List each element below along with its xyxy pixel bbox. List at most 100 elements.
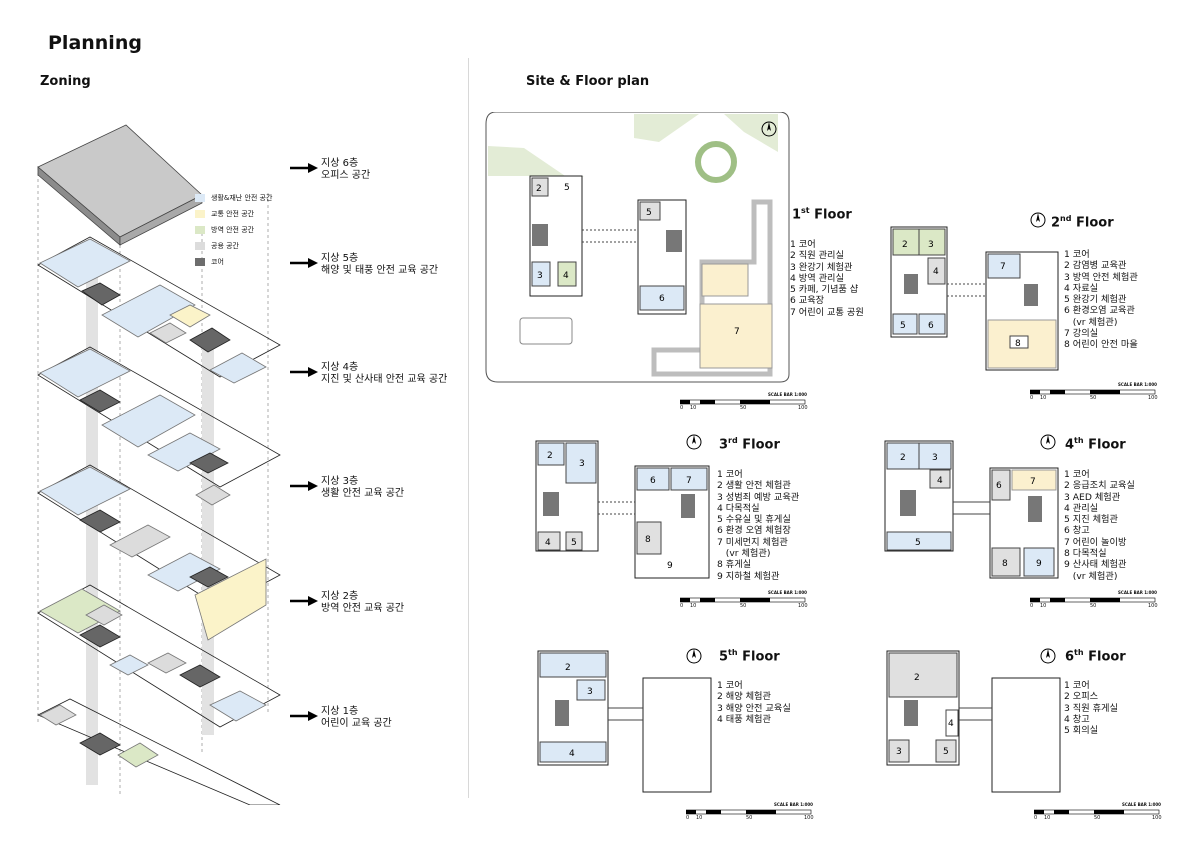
svg-text:3: 3 bbox=[579, 459, 585, 469]
room-item: 1 코어 bbox=[717, 680, 743, 691]
north-arrow-icon bbox=[1040, 434, 1056, 450]
room-item: (vr 체험관) bbox=[1064, 316, 1118, 328]
svg-text:5: 5 bbox=[571, 538, 577, 548]
room-item: 3 직원 휴게실 bbox=[1064, 702, 1118, 714]
zone-use-text: 생활 안전 교육 공간 bbox=[321, 488, 405, 499]
scale-bar-graphic bbox=[679, 597, 806, 603]
svg-text:4: 4 bbox=[933, 267, 939, 277]
svg-text:2: 2 bbox=[900, 453, 906, 463]
site-heading: Site & Floor plan bbox=[526, 74, 650, 89]
zone-floor-text: 지상 3층 bbox=[321, 476, 359, 487]
north-arrow-icon bbox=[1030, 212, 1046, 228]
svg-text:5: 5 bbox=[943, 747, 949, 757]
floor-title-5: 5th Floor bbox=[719, 648, 780, 664]
scale-tick: 100 bbox=[1148, 603, 1158, 609]
scale-tick: 0 bbox=[680, 603, 684, 609]
scale-tick: 50 bbox=[740, 405, 747, 411]
zone-use-text: 방역 안전 교육 공간 bbox=[321, 603, 405, 614]
scale-tick: 0 bbox=[1030, 603, 1034, 609]
svg-text:3: 3 bbox=[932, 453, 938, 463]
floor-plan-2: 2 3 4 5 6 7 8 bbox=[890, 226, 1059, 371]
scale-tick: 100 bbox=[798, 405, 808, 411]
room-item: 5 지진 체험관 bbox=[1064, 514, 1118, 526]
zone-use-text: 오피스 공간 bbox=[321, 170, 371, 181]
svg-text:4: 4 bbox=[948, 719, 954, 729]
floor-plan-3: 2 3 4 5 6 7 8 9 bbox=[535, 440, 710, 579]
svg-text:8: 8 bbox=[645, 535, 651, 545]
scale-bar-graphic bbox=[685, 809, 812, 815]
room-item: 4 창고 bbox=[1064, 713, 1090, 725]
room-item: 3 해양 안전 교육실 bbox=[717, 702, 791, 714]
svg-text:9: 9 bbox=[1036, 559, 1042, 569]
scale-bar-graphic bbox=[1033, 809, 1160, 815]
floor-number: 2 bbox=[1051, 215, 1061, 231]
legend-item-life: 생활&재난 안전 공간 bbox=[195, 193, 272, 203]
svg-text:2: 2 bbox=[902, 240, 908, 250]
floor-number: 1 bbox=[792, 207, 802, 223]
room-item: 1 코어 bbox=[717, 469, 743, 480]
floor-number: 4 bbox=[1065, 437, 1075, 453]
floor-title-6: 6th Floor bbox=[1065, 648, 1126, 664]
room-item: 2 감염병 교육관 bbox=[1064, 260, 1127, 272]
room-item: 6 교육장 bbox=[790, 295, 825, 307]
svg-text:2: 2 bbox=[565, 663, 571, 673]
scale-tick: 10 bbox=[690, 405, 697, 411]
svg-text:5: 5 bbox=[915, 538, 921, 548]
room-item: 9 지하철 체험관 bbox=[717, 570, 780, 582]
svg-text:7: 7 bbox=[1000, 262, 1006, 272]
arrow-icon bbox=[290, 481, 318, 491]
svg-text:3: 3 bbox=[537, 271, 543, 281]
room-item: 2 오피스 bbox=[1064, 691, 1099, 703]
floor-ordinal: st bbox=[801, 206, 810, 215]
legend-item-traffic: 교통 안전 공간 bbox=[195, 209, 272, 219]
zone-floor-text: 지상 2층 bbox=[321, 591, 359, 602]
floor-plan-4: 2 3 4 5 6 7 8 9 bbox=[884, 440, 1059, 579]
room-item: 1 코어 bbox=[1064, 249, 1090, 260]
legend-item-common: 공용 공간 bbox=[195, 241, 272, 251]
svg-text:4: 4 bbox=[563, 271, 569, 281]
scale-bar-label: SCALE BAR 1:000 bbox=[1122, 802, 1161, 807]
scale-bar-graphic bbox=[679, 399, 806, 405]
floor-ordinal: nd bbox=[1060, 214, 1072, 223]
room-item: 3 방역 안전 체험관 bbox=[1064, 271, 1138, 283]
arrow-icon bbox=[290, 596, 318, 606]
room-item: 1 코어 bbox=[1064, 680, 1090, 691]
room-item: 5 회의실 bbox=[1064, 725, 1099, 737]
arrow-icon bbox=[290, 163, 318, 173]
legend-swatch bbox=[195, 194, 205, 202]
section-divider bbox=[468, 58, 469, 798]
scale-tick: 50 bbox=[1090, 603, 1097, 609]
room-item: 8 다목적실 bbox=[1064, 548, 1107, 560]
floor-title-4: 4th Floor bbox=[1065, 436, 1126, 452]
floor-word: Floor bbox=[1088, 649, 1126, 665]
floor-plan-5: 2 3 4 bbox=[537, 650, 712, 793]
legend-label: 교통 안전 공간 bbox=[211, 210, 255, 218]
scale-tick: 10 bbox=[696, 815, 703, 821]
floor-title-1: 1st Floor bbox=[792, 206, 852, 222]
svg-text:6: 6 bbox=[996, 481, 1002, 491]
legend-item-quarantine: 방역 안전 공간 bbox=[195, 225, 272, 235]
floor-word: Floor bbox=[742, 437, 780, 453]
svg-text:2: 2 bbox=[536, 184, 542, 194]
room-item: (vr 체험관) bbox=[717, 548, 771, 560]
legend-swatch bbox=[195, 242, 205, 250]
scale-tick: 100 bbox=[1148, 395, 1158, 401]
scale-tick: 100 bbox=[798, 603, 808, 609]
svg-text:6: 6 bbox=[659, 294, 665, 304]
svg-text:2: 2 bbox=[547, 451, 553, 461]
room-item: 5 수유실 및 휴게실 bbox=[717, 514, 791, 526]
svg-text:8: 8 bbox=[1002, 559, 1008, 569]
svg-text:7: 7 bbox=[686, 476, 692, 486]
legend-label: 생활&재난 안전 공간 bbox=[211, 194, 273, 202]
svg-text:7: 7 bbox=[734, 327, 740, 337]
zoning-legend: 생활&재난 안전 공간 교통 안전 공간 방역 안전 공간 공용 공간 코어 bbox=[195, 193, 272, 273]
room-item: 8 휴게실 bbox=[717, 559, 752, 571]
site-plan-1st-floor: 2 5 3 4 5 6 7 bbox=[485, 112, 790, 383]
scale-tick: 10 bbox=[1044, 815, 1051, 821]
zoning-axonometric-diagram bbox=[37, 124, 281, 805]
